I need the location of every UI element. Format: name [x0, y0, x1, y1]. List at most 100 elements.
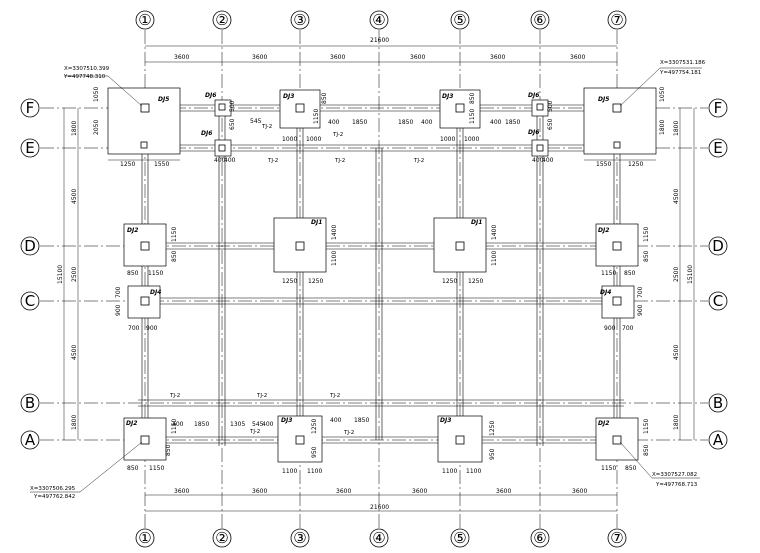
beam-tag: TJ-2	[332, 132, 343, 138]
axis-label-7: ⑦	[610, 11, 623, 29]
axis-label-b: B	[25, 394, 35, 412]
axis-label-4: ④	[372, 529, 385, 547]
dim-text: 850	[625, 465, 637, 472]
axis-label-6: ⑥	[533, 11, 546, 29]
grade-beams	[138, 100, 624, 446]
footing-label: DJ2	[598, 227, 609, 234]
dim-text: 1100	[331, 251, 338, 266]
dim-text: 950	[489, 448, 496, 460]
axis-label-5: ⑤	[453, 11, 466, 29]
dim-text: 1400	[491, 225, 498, 240]
footing-dimensions: 1250 1550 1050 2050 1550 1250 1050 1800 …	[93, 87, 666, 475]
dim-text: 700	[115, 286, 122, 298]
footing-label: DJ6	[528, 92, 539, 99]
dim-text: 1050	[93, 87, 100, 102]
dim-text: 1100	[491, 251, 498, 266]
dim-text: 1150	[643, 227, 650, 242]
dim-text: 1850	[354, 417, 369, 424]
footing-label: DJ4	[600, 289, 611, 296]
dim-text: 1250	[628, 161, 643, 168]
footing-dj2-d7: DJ2	[595, 223, 639, 267]
footing-dj2-a1: DJ2	[123, 417, 167, 461]
axis-bubbles-top: ① ② ③ ④ ⑤ ⑥ ⑦	[135, 10, 627, 30]
dim-text: 850	[643, 250, 650, 262]
axis-bubbles-bottom: ① ② ③ ④ ⑤ ⑥ ⑦	[135, 528, 627, 548]
footing-dj4-c7: DJ4	[600, 285, 635, 319]
beam-tags: TJ-2 TJ-2 TJ-2 TJ-2 TJ-2 TJ-2 TJ-2 TJ-2 …	[169, 118, 520, 436]
dim-text: 1050	[659, 87, 666, 102]
footing-label: DJ2	[127, 227, 138, 234]
dim-text: 1550	[596, 161, 611, 168]
dim-text: 1100	[466, 468, 481, 475]
dim-text: 400	[214, 157, 226, 164]
dim-text: 400	[262, 421, 274, 428]
coord-x: X=3307506.295	[30, 486, 76, 492]
coord-y: Y=497748.310	[63, 74, 106, 80]
footings: DJ5 DJ5 DJ6 DJ6 DJ6 DJ6	[107, 87, 657, 463]
dim-text: 545	[252, 421, 264, 428]
dim-text: 900	[115, 304, 122, 316]
dim-text: 400	[224, 157, 236, 164]
dim-text: 1250	[442, 278, 457, 285]
footing-label: DJ5	[158, 96, 169, 103]
dim-text: 2050	[93, 120, 100, 135]
footing-dj3-a5: DJ3	[437, 415, 483, 463]
dim-text: 1150	[149, 465, 164, 472]
coord-y: Y=497762.842	[33, 494, 75, 500]
coordinate-notes: X=3307510.399 Y=497748.310 X=3307531.186…	[30, 60, 706, 500]
beam-tag: TJ-2	[261, 124, 272, 130]
bay-dim: 3600	[570, 54, 585, 61]
dim-text: 400	[330, 417, 342, 424]
footing-label: DJ3	[281, 417, 292, 424]
bay-dim: 3600	[174, 488, 189, 495]
footing-dj3-f5: DJ3	[439, 89, 481, 129]
dim-text: 850	[127, 465, 139, 472]
axis-label-6: ⑥	[533, 529, 546, 547]
footing-dj6-f6: DJ6	[528, 92, 549, 117]
dim-text: 850	[321, 92, 328, 104]
axis-label-a: A	[713, 431, 724, 449]
dim-text: 850	[624, 270, 636, 277]
dim-text: 1850	[398, 119, 413, 126]
dim-text: 400	[328, 119, 340, 126]
axis-bubbles-left: F E D C B A	[20, 98, 40, 450]
dim-text: 400	[490, 119, 502, 126]
dim-text: 1250	[120, 161, 135, 168]
footing-dj6-f2: DJ6	[205, 92, 232, 117]
side-dimension-chains: 15100 15100 1800 4500 2500 4500 1800 180…	[57, 108, 695, 440]
total-height-right: 15100	[687, 265, 694, 284]
footing-dj1-d5: DJ1	[433, 217, 487, 273]
beam-tag: TJ-2	[413, 158, 424, 164]
bay-dim: 3600	[252, 54, 267, 61]
bay-dim: 3600	[330, 54, 345, 61]
dim-text: 900	[604, 325, 616, 332]
axis-label-f: F	[714, 99, 723, 117]
dim-text: 500	[547, 100, 554, 112]
dim-text: 500	[229, 100, 236, 112]
footing-dj6-e6: DJ6	[528, 129, 549, 157]
dim-text: 1850	[194, 421, 209, 428]
footing-dj1-d3: DJ1	[273, 217, 327, 273]
dim-text: 1150	[171, 227, 178, 242]
axis-label-e: E	[25, 139, 34, 157]
coord-y: Y=497754.181	[659, 70, 701, 76]
span-dim: 1800	[71, 121, 78, 136]
footing-label: DJ3	[442, 93, 453, 100]
dim-text: 850	[469, 92, 476, 104]
footing-label: DJ5	[598, 96, 609, 103]
coord-y: Y=497768.713	[655, 482, 698, 488]
footing-label: DJ1	[471, 219, 482, 226]
dim-text: 1150	[171, 419, 178, 434]
axis-bubbles-right: F E D C B A	[708, 98, 728, 450]
dim-text: 1150	[601, 270, 616, 277]
footing-label: DJ3	[440, 417, 451, 424]
axis-label-4: ④	[372, 11, 385, 29]
bay-dim: 3600	[174, 54, 189, 61]
bay-dim: 3600	[252, 488, 267, 495]
axis-label-3: ③	[293, 529, 306, 547]
coord-x: X=3307510.399	[64, 66, 110, 72]
bay-dim: 3600	[490, 54, 505, 61]
dim-text: 1850	[352, 119, 367, 126]
footing-dj2-a7: DJ2	[595, 417, 639, 461]
